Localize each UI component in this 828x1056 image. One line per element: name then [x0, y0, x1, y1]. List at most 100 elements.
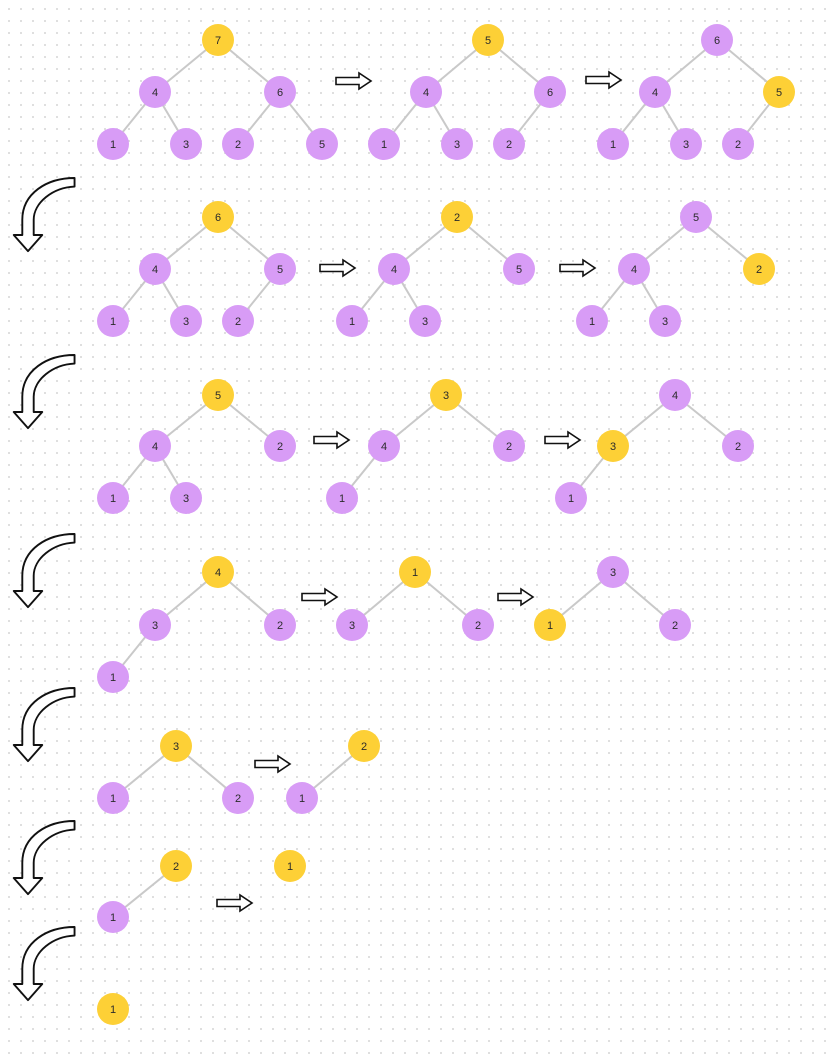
node-label: 5 — [319, 139, 325, 151]
node-label: 2 — [235, 793, 241, 805]
tree-node-highlighted: 2 — [160, 850, 192, 882]
heap-tree-edges — [112, 216, 281, 322]
node-circle — [222, 782, 254, 814]
node-label: 2 — [235, 139, 241, 151]
curved-down-arrow-icon — [12, 177, 76, 253]
tree-node: 1 — [97, 661, 129, 693]
node-circle — [597, 128, 629, 160]
node-circle — [493, 128, 525, 160]
tree-node: 3 — [597, 556, 629, 588]
right-arrow-icon — [216, 893, 254, 913]
tree-node-highlighted: 3 — [160, 730, 192, 762]
node-label: 3 — [610, 567, 616, 579]
node-circle — [462, 609, 494, 641]
heap-tree: 1 3 2 — [336, 556, 494, 641]
node-circle — [274, 850, 306, 882]
heap-tree-edges — [570, 394, 739, 499]
right-arrow-icon — [254, 754, 292, 774]
tree-node: 5 — [306, 128, 338, 160]
node-circle — [597, 430, 629, 462]
node-circle — [326, 482, 358, 514]
tree-node: 2 — [493, 430, 525, 462]
tree-node: 4 — [368, 430, 400, 462]
heap-tree: 34 2 1 — [326, 379, 525, 514]
node-label: 1 — [568, 493, 574, 505]
node-circle — [701, 24, 733, 56]
node-label: 1 — [110, 672, 116, 684]
node-label: 3 — [183, 493, 189, 505]
right-arrow-icon — [301, 587, 339, 607]
arrows-layer — [12, 70, 623, 1002]
node-circle — [264, 253, 296, 285]
node-circle — [97, 901, 129, 933]
tree-node: 2 — [222, 782, 254, 814]
node-label: 1 — [339, 493, 345, 505]
node-label: 1 — [110, 139, 116, 151]
tree-node: 1 — [97, 782, 129, 814]
node-label: 1 — [110, 493, 116, 505]
node-circle — [503, 253, 535, 285]
node-label: 1 — [547, 620, 553, 632]
tree-node: 1 — [326, 482, 358, 514]
node-label: 1 — [110, 316, 116, 328]
node-circle — [306, 128, 338, 160]
node-circle — [576, 305, 608, 337]
node-label: 5 — [485, 35, 491, 47]
node-circle — [472, 24, 504, 56]
tree-node-highlighted: 3 — [597, 430, 629, 462]
node-circle — [441, 201, 473, 233]
node-circle — [336, 305, 368, 337]
node-circle — [139, 253, 171, 285]
tree-node-highlighted: 5 — [202, 379, 234, 411]
node-circle — [97, 782, 129, 814]
node-circle — [202, 379, 234, 411]
node-label: 1 — [610, 139, 616, 151]
node-circle — [399, 556, 431, 588]
node-circle — [97, 661, 129, 693]
curved-down-arrow-icon — [12, 354, 76, 430]
tree-node-highlighted: 1 — [399, 556, 431, 588]
node-circle — [348, 730, 380, 762]
node-circle — [97, 993, 129, 1025]
node-circle — [659, 609, 691, 641]
tree-node-highlighted: 5 — [763, 76, 795, 108]
tree-node-highlighted: 1 — [97, 993, 129, 1025]
tree-node: 2 — [722, 128, 754, 160]
node-label: 3 — [349, 620, 355, 632]
node-circle — [139, 609, 171, 641]
node-label: 2 — [475, 620, 481, 632]
tree-node: 3 — [409, 305, 441, 337]
node-circle — [97, 482, 129, 514]
node-circle — [659, 379, 691, 411]
node-circle — [170, 482, 202, 514]
node-label: 2 — [506, 441, 512, 453]
tree-node-highlighted: 2 — [441, 201, 473, 233]
node-circle — [368, 430, 400, 462]
tree-node: 4 — [139, 76, 171, 108]
node-circle — [378, 253, 410, 285]
tree-node: 3 — [441, 128, 473, 160]
heap-tree-edges — [383, 39, 551, 145]
node-label: 6 — [714, 35, 720, 47]
tree-node: 3 — [336, 609, 368, 641]
tree-node-highlighted: 5 — [472, 24, 504, 56]
node-circle — [97, 305, 129, 337]
node-circle — [409, 305, 441, 337]
heap-tree: 21 — [286, 730, 380, 814]
tree-node: 4 — [639, 76, 671, 108]
node-label: 2 — [173, 861, 179, 873]
node-label: 1 — [299, 793, 305, 805]
tree-node-highlighted: 3 — [430, 379, 462, 411]
node-circle — [493, 430, 525, 462]
right-arrow-icon — [335, 71, 373, 91]
node-label: 6 — [215, 212, 221, 224]
node-label: 7 — [215, 35, 221, 47]
heap-tree: 1 — [274, 850, 306, 882]
tree-node: 1 — [368, 128, 400, 160]
tree-node: 5 — [503, 253, 535, 285]
node-label: 2 — [756, 264, 762, 276]
